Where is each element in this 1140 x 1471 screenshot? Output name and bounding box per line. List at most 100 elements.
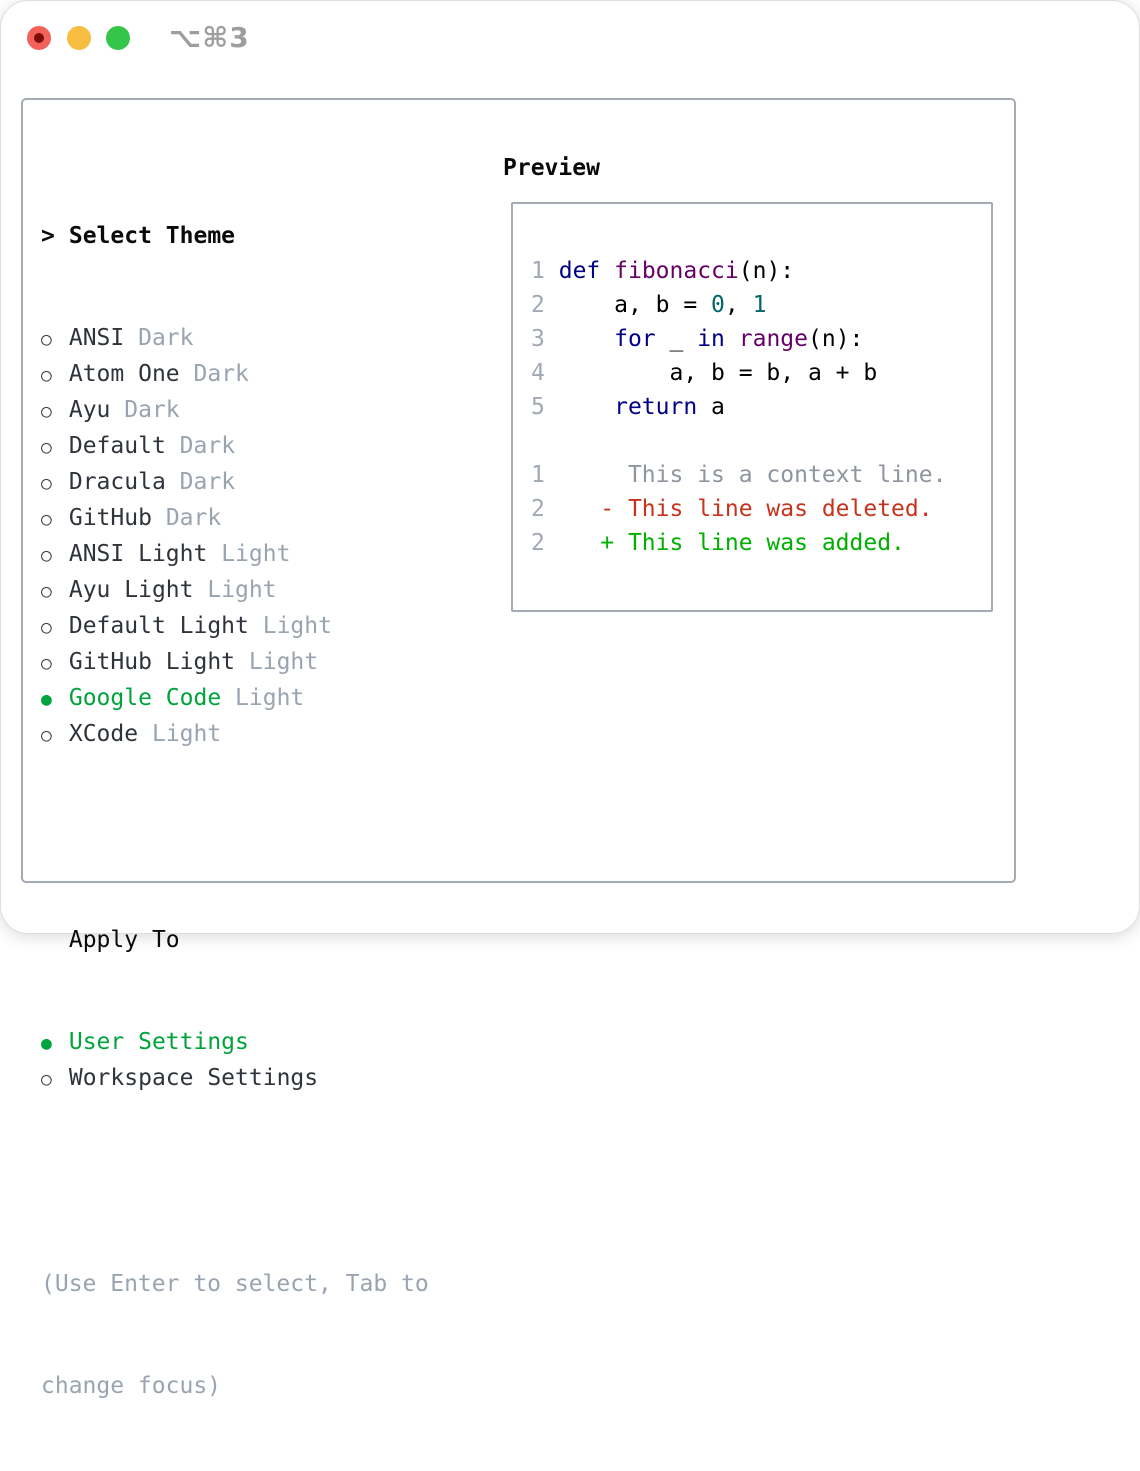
- code-line: 1 def fibonacci(n):: [531, 254, 946, 288]
- preview-title: Preview: [503, 155, 600, 181]
- theme-name: ANSI: [68, 325, 125, 351]
- line-number: 1: [531, 462, 545, 488]
- code-segment: [559, 394, 614, 420]
- radio-icon: ○: [41, 545, 52, 566]
- hint-line-1: (Use Enter to select, Tab to: [41, 1271, 429, 1297]
- line-number: 2: [531, 496, 545, 522]
- theme-variant: Light: [262, 613, 332, 639]
- theme-name: Google Code: [68, 685, 222, 711]
- radio-icon: ●: [41, 1033, 52, 1054]
- line-number: 2: [531, 530, 545, 556]
- apply-to-title: Apply To: [68, 927, 180, 953]
- code-segment: _: [655, 326, 698, 352]
- code-segment: (n):: [808, 326, 864, 352]
- theme-picker-panel: > Select Theme ○ ANSI Dark○ Atom One Dar…: [21, 98, 1016, 1399]
- minimize-button[interactable]: [67, 26, 91, 50]
- theme-name: Ayu Light: [68, 577, 194, 603]
- code-line: 2 a, b = 0, 1: [531, 288, 946, 322]
- spacer: [41, 821, 429, 855]
- apply-option-workspace-settings[interactable]: ○ Workspace Settings: [41, 1061, 429, 1097]
- theme-name: GitHub Light: [68, 649, 236, 675]
- theme-variant: Dark: [193, 361, 249, 387]
- close-button[interactable]: [27, 26, 51, 50]
- code-segment: a: [697, 394, 725, 420]
- line-number: 5: [531, 394, 545, 420]
- code-line: 1 This is a context line.: [531, 458, 946, 492]
- theme-variant: Dark: [124, 397, 180, 423]
- theme-variant: Dark: [179, 433, 236, 459]
- code-line: 3 for _ in range(n):: [531, 322, 946, 356]
- code-segment: in: [697, 326, 725, 352]
- code-segment: 0: [711, 292, 725, 318]
- code-segment: fibonacci: [614, 258, 739, 284]
- titlebar: ⌥⌘3: [1, 1, 1139, 73]
- code-segment: This is a context line.: [558, 462, 947, 488]
- code-segment: ,: [724, 292, 753, 318]
- theme-item-github[interactable]: ○ GitHub Dark: [41, 501, 429, 537]
- theme-list: ○ ANSI Dark○ Atom One Dark○ Ayu Dark○ De…: [41, 321, 429, 753]
- theme-name: ANSI Light: [68, 541, 208, 567]
- code-segment: a, b =: [558, 292, 712, 318]
- apply-option-user-settings[interactable]: ● User Settings: [41, 1025, 429, 1061]
- theme-item-ansi-light[interactable]: ○ ANSI Light Light: [41, 537, 429, 573]
- theme-name: GitHub: [68, 505, 152, 531]
- code-line: 2 + This line was added.: [531, 526, 946, 560]
- code-segment: [600, 258, 614, 284]
- app-window: ⌥⌘3 > Select Theme ○ ANSI Dark○ Atom One…: [0, 0, 1140, 1399]
- theme-variant: Dark: [138, 325, 194, 351]
- theme-name: Dracula: [68, 469, 166, 495]
- line-number: 3: [531, 326, 545, 352]
- line-number: 2: [531, 292, 545, 318]
- apply-option-label: Workspace Settings: [68, 1065, 319, 1091]
- theme-name: Default Light: [68, 613, 249, 639]
- theme-name: Default: [68, 433, 166, 459]
- apply-to-options: ● User Settings○ Workspace Settings: [41, 1025, 429, 1097]
- theme-item-ayu-light[interactable]: ○ Ayu Light Light: [41, 573, 429, 609]
- theme-item-dracula[interactable]: ○ Dracula Dark: [41, 465, 429, 501]
- code-segment: for: [614, 326, 656, 352]
- radio-icon: ●: [41, 689, 52, 710]
- theme-item-google-code[interactable]: ● Google Code Light: [41, 681, 429, 717]
- theme-item-default[interactable]: ○ Default Dark: [41, 429, 429, 465]
- apply-to-header: Apply To: [41, 923, 429, 957]
- maximize-button[interactable]: [106, 26, 130, 50]
- code-line: 5 return a: [531, 390, 946, 424]
- window-shortcut-label: ⌥⌘3: [169, 21, 250, 54]
- radio-icon: ○: [41, 581, 52, 602]
- theme-item-ansi[interactable]: ○ ANSI Dark: [41, 321, 429, 357]
- theme-selector-column: > Select Theme ○ ANSI Dark○ Atom One Dar…: [41, 151, 429, 1471]
- spacer: [41, 1165, 429, 1199]
- code-line: [531, 424, 946, 458]
- line-number: 1: [531, 258, 545, 284]
- radio-icon: ○: [41, 329, 52, 350]
- code-segment: range: [738, 326, 809, 352]
- close-button-dot: [34, 33, 44, 43]
- select-theme-header: > Select Theme: [41, 219, 429, 253]
- radio-icon: ○: [41, 617, 52, 638]
- radio-icon: ○: [41, 1069, 52, 1090]
- code-segment: [725, 326, 739, 352]
- cursor-icon: >: [41, 223, 55, 249]
- theme-item-atom-one[interactable]: ○ Atom One Dark: [41, 357, 429, 393]
- theme-variant: Light: [235, 685, 305, 711]
- code-segment: 1: [752, 292, 767, 318]
- theme-item-default-light[interactable]: ○ Default Light Light: [41, 609, 429, 645]
- radio-icon: ○: [41, 437, 52, 458]
- code-line: 2 - This line was deleted.: [531, 492, 946, 526]
- select-theme-title: Select Theme: [68, 223, 236, 249]
- theme-item-xcode[interactable]: ○ XCode Light: [41, 717, 429, 753]
- line-number: 4: [531, 360, 545, 386]
- theme-variant: Dark: [179, 469, 236, 495]
- code-segment: def: [558, 258, 601, 284]
- theme-item-github-light[interactable]: ○ GitHub Light Light: [41, 645, 429, 681]
- theme-variant: Light: [207, 577, 277, 603]
- code-segment: return: [614, 394, 698, 420]
- theme-item-ayu[interactable]: ○ Ayu Dark: [41, 393, 429, 429]
- theme-variant: Light: [151, 721, 222, 747]
- code-segment: a, b = b, a + b: [558, 360, 878, 386]
- code-segment: - This line was deleted.: [558, 496, 933, 522]
- hint-line-2: change focus): [41, 1373, 222, 1399]
- radio-icon: ○: [41, 725, 52, 746]
